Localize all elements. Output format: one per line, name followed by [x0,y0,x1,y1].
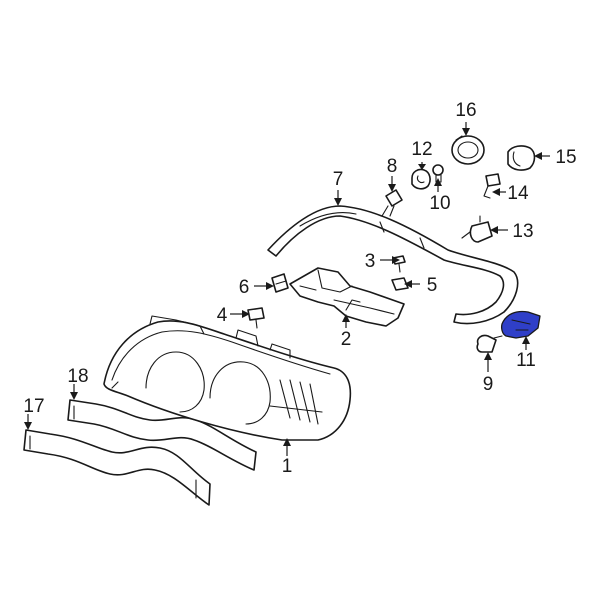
part-5-clip[interactable] [391,277,409,291]
part-8-bulb[interactable] [381,189,403,217]
leader-13-arrow [490,226,498,234]
callout-3: 3 [365,251,376,272]
leader-1-arrow [283,438,291,446]
callout-labels: 1 2 3 4 5 6 7 8 9 10 11 12 13 14 15 16 1… [23,100,576,477]
leader-lines [24,122,550,456]
part-1-headlamp-assembly[interactable] [103,315,352,441]
leader-2-arrow [342,314,350,322]
callout-11: 11 [516,350,536,371]
callout-16: 16 [455,100,476,121]
callout-4: 4 [217,305,228,326]
leader-17-arrow [24,422,32,430]
callout-8: 8 [387,156,398,177]
callout-1: 1 [282,456,293,477]
callout-13: 13 [512,221,533,242]
callout-14: 14 [507,183,529,204]
part-16-adjuster-ring[interactable] [451,135,485,165]
leader-6-arrow [266,282,274,290]
leader-12-arrow [418,164,426,170]
part-14-connector[interactable] [483,173,501,199]
leader-4-arrow [242,310,250,318]
leader-10-arrow [434,178,442,186]
part-4-screw[interactable] [247,307,265,329]
callout-12: 12 [411,139,432,160]
callout-10: 10 [429,193,450,214]
leader-16-arrow [462,128,470,136]
callout-17: 17 [23,396,44,417]
leader-14-arrow [492,188,500,196]
leader-15-arrow [534,152,542,160]
leader-3-arrow [392,256,400,264]
leader-9-arrow [484,352,492,360]
leader-7-arrow [334,198,342,206]
part-12-socket[interactable] [411,168,431,190]
callout-9: 9 [483,374,494,395]
callout-6: 6 [239,277,250,298]
part-17-trim-strip[interactable] [23,429,211,506]
part-9-bulb[interactable] [476,334,503,353]
part-15-cap[interactable] [507,145,536,171]
part-13-bulb-holder[interactable] [461,215,493,243]
part-18-trim-strip[interactable] [67,399,257,471]
callout-7: 7 [333,169,344,190]
callout-15: 15 [555,147,576,168]
part-11-bulb-socket-highlighted[interactable] [500,310,541,339]
part-6-retainer[interactable] [271,273,289,293]
leader-11-arrow [522,336,530,344]
leader-18-arrow [70,392,78,400]
callout-2: 2 [341,329,352,350]
callout-18: 18 [67,366,88,387]
leader-8-arrow [388,184,396,192]
part-7-seal-trim[interactable] [267,205,519,325]
callout-5: 5 [427,275,438,296]
part-2-bracket[interactable] [289,267,405,327]
leader-5-arrow [404,280,412,288]
